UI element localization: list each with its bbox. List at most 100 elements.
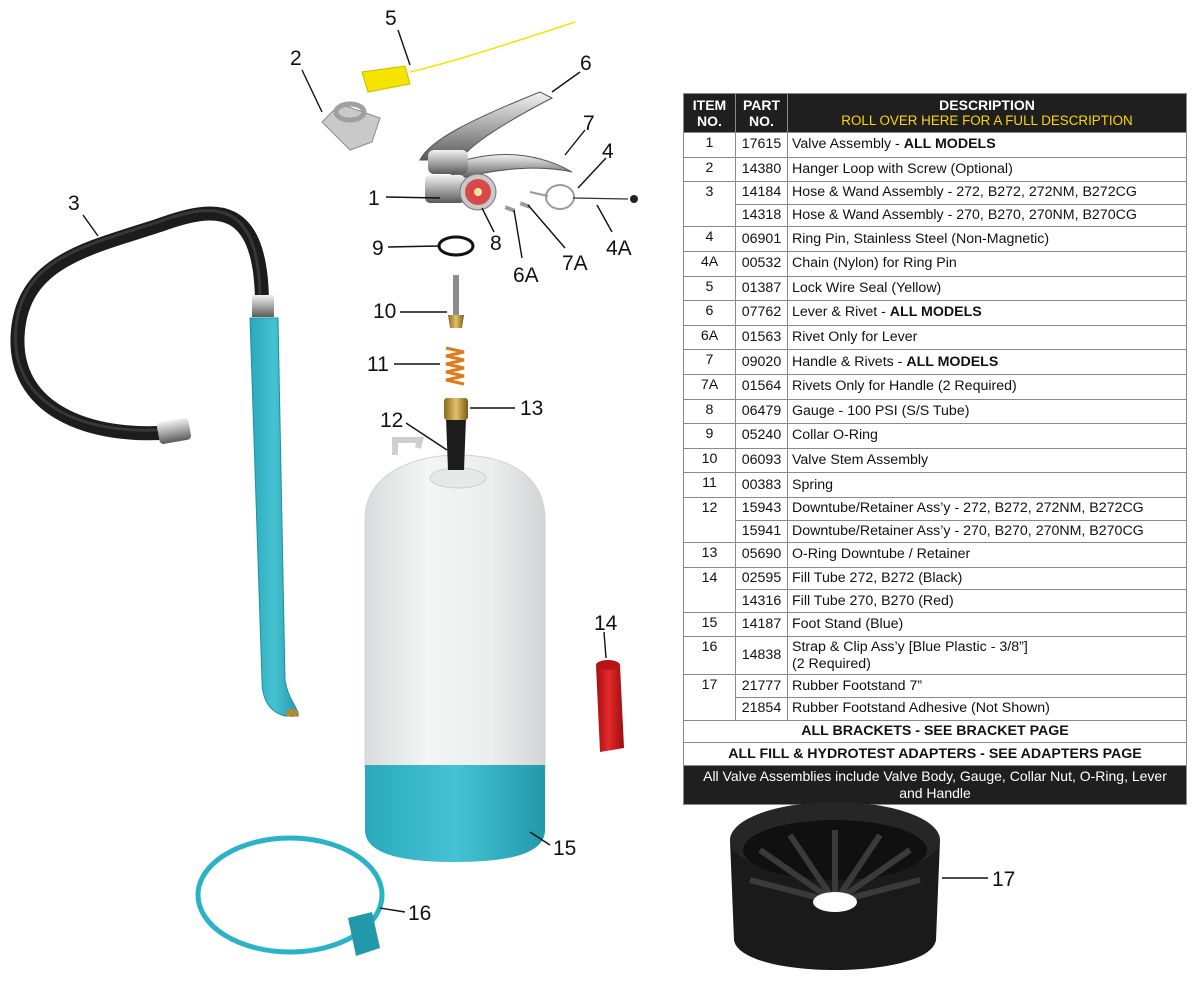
item-number-cell: 10: [683, 447, 736, 474]
part-number-cell: 21777: [735, 674, 788, 699]
description-cell[interactable]: Fill Tube 272, B272 (Black): [787, 566, 1187, 591]
callout-5: 5: [385, 7, 397, 30]
table-note-row[interactable]: ALL FILL & HYDROTEST ADAPTERS - SEE ADAP…: [683, 742, 1187, 766]
description-cell[interactable]: Lever & Rivet - ALL MODELS: [787, 300, 1187, 326]
callout-7a: 7A: [562, 252, 588, 275]
item-number-cell: 7A: [683, 373, 736, 400]
description-emphasis: ALL MODELS: [903, 136, 996, 153]
header-part-no: PART NO.: [735, 93, 788, 133]
description-cell[interactable]: Handle & Rivets - ALL MODELS: [787, 349, 1187, 375]
description-text: Rivets Only for Handle (2 Required): [792, 378, 1017, 395]
description-text: Hose & Wand Assembly - 270, B270, 270NM,…: [792, 207, 1137, 224]
description-cell[interactable]: Hose & Wand Assembly - 272, B272, 272NM,…: [787, 181, 1187, 205]
brackets-link[interactable]: ALL BRACKETS - SEE BRACKET PAGE: [683, 719, 1187, 744]
description-cell[interactable]: Foot Stand (Blue): [787, 611, 1187, 638]
description-cell[interactable]: Rivet Only for Lever: [787, 324, 1187, 351]
description-cell[interactable]: Strap & Clip Ass’y [Blue Plastic - 3/8”]…: [787, 636, 1187, 676]
strap-and-clip: [195, 835, 385, 956]
description-cell[interactable]: Hose & Wand Assembly - 270, B270, 270NM,…: [787, 203, 1187, 228]
callout-3: 3: [68, 192, 80, 215]
callout-4: 4: [602, 140, 614, 163]
description-text: Lock Wire Seal (Yellow): [792, 279, 942, 296]
description-cell[interactable]: Fill Tube 270, B270 (Red): [787, 589, 1187, 613]
description-cell[interactable]: Valve Assembly - ALL MODELS: [787, 132, 1187, 158]
spring: [445, 346, 465, 386]
description-cell[interactable]: Lock Wire Seal (Yellow): [787, 275, 1187, 302]
description-cell[interactable]: Collar O-Ring: [787, 423, 1187, 449]
item-number-cell: 4A: [683, 250, 736, 277]
description-text: Valve Assembly -: [792, 136, 904, 153]
rollover-hint[interactable]: ROLL OVER HERE FOR A FULL DESCRIPTION: [841, 113, 1133, 128]
description-cell[interactable]: Chain (Nylon) for Ring Pin: [787, 250, 1187, 277]
callout-7: 7: [583, 112, 595, 135]
description-cell[interactable]: Hanger Loop with Screw (Optional): [787, 156, 1187, 183]
adapters-link[interactable]: ALL FILL & HYDROTEST ADAPTERS - SEE ADAP…: [683, 742, 1187, 766]
part-number-cell: 15941: [735, 519, 788, 544]
part-number-cell: 15943: [735, 496, 788, 521]
header-description-label: DESCRIPTION: [939, 97, 1035, 113]
part-number-cell: 01564: [735, 373, 788, 400]
header-item-no: ITEM NO.: [683, 93, 736, 133]
description-cell[interactable]: O-Ring Downtube / Retainer: [787, 542, 1187, 568]
description-text: Handle & Rivets -: [792, 353, 907, 370]
part-number-cell: 00532: [735, 250, 788, 277]
rivets: [504, 201, 531, 213]
item-number-cell: 6: [683, 300, 736, 326]
description-text: Hanger Loop with Screw (Optional): [792, 160, 1013, 177]
description-cell[interactable]: Downtube/Retainer Ass’y - 272, B272, 272…: [787, 496, 1187, 521]
description-cell[interactable]: Spring: [787, 472, 1187, 498]
description-cell[interactable]: Rubber Footstand Adhesive (Not Shown): [787, 697, 1187, 721]
description-text: Downtube/Retainer Ass’y - 270, B270, 270…: [792, 522, 1144, 539]
callout-17: 17: [992, 868, 1015, 891]
valve-stem-assembly: [448, 275, 464, 328]
item-number-cell: 2: [683, 156, 736, 183]
description-cell[interactable]: Rubber Footstand 7”: [787, 674, 1187, 699]
header-description[interactable]: DESCRIPTION ROLL OVER HERE FOR A FULL DE…: [787, 93, 1187, 133]
description-cell[interactable]: Ring Pin, Stainless Steel (Non-Magnetic): [787, 226, 1187, 252]
description-cell[interactable]: Downtube/Retainer Ass’y - 270, B270, 270…: [787, 519, 1187, 544]
lock-wire-seal: [361, 21, 576, 93]
description-text: Chain (Nylon) for Ring Pin: [792, 255, 957, 272]
description-cell[interactable]: Valve Stem Assembly: [787, 447, 1187, 474]
description-cell[interactable]: Gauge - 100 PSI (S/S Tube): [787, 398, 1187, 425]
description-emphasis: ALL MODELS: [906, 353, 999, 370]
part-number-cell: 06479: [735, 398, 788, 425]
item-number-cell: 13: [683, 542, 736, 568]
part-number-cell: 17615: [735, 132, 788, 158]
item-number-cell: 7: [683, 349, 736, 375]
part-number-cell: 14380: [735, 156, 788, 183]
callout-15: 15: [553, 837, 576, 860]
part-number-cell: 00383: [735, 472, 788, 498]
item-number-cell: 4: [683, 226, 736, 252]
description-cell[interactable]: Rivets Only for Handle (2 Required): [787, 373, 1187, 400]
part-number-cell: 02595: [735, 566, 788, 591]
table-note-row[interactable]: ALL BRACKETS - SEE BRACKET PAGE: [683, 719, 1187, 744]
callout-1: 1: [368, 187, 380, 210]
description-text: Collar O-Ring: [792, 427, 878, 444]
parts-table: ITEM NO. PART NO. DESCRIPTION ROLL OVER …: [683, 93, 1187, 805]
